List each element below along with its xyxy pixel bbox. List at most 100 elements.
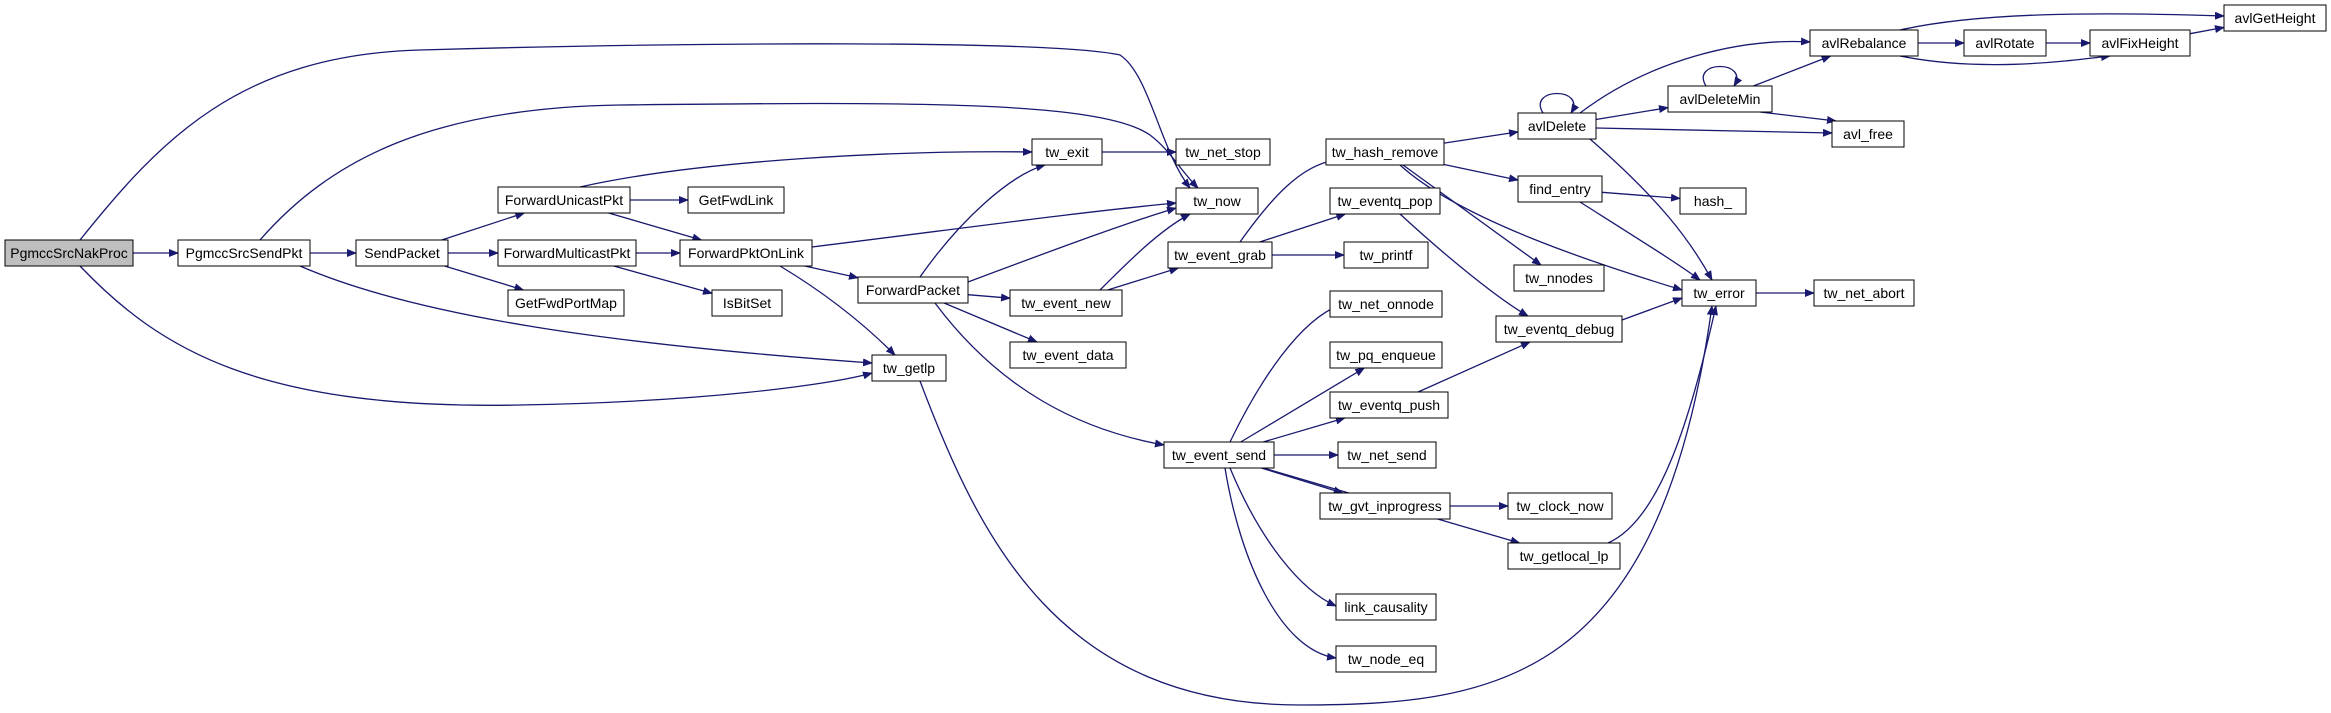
node-avlRotate[interactable]: avlRotate	[1963, 29, 2047, 57]
call-edge-SendPacket-to-GetFwdPortMap	[444, 265, 525, 292]
node-box[interactable]	[177, 239, 311, 267]
node-box[interactable]	[1329, 187, 1441, 215]
node-box[interactable]	[1507, 542, 1621, 570]
node-box[interactable]	[1175, 138, 1271, 166]
node-avlGetHeight[interactable]: avlGetHeight	[2223, 4, 2327, 32]
node-box[interactable]	[1343, 241, 1429, 269]
node-box[interactable]	[1009, 341, 1127, 369]
node-box[interactable]	[1325, 138, 1445, 166]
node-avl_free[interactable]: avl_free	[1831, 120, 1905, 148]
node-label: tw_exit	[1045, 144, 1089, 160]
node-box[interactable]	[1329, 290, 1443, 318]
node-box[interactable]	[1679, 187, 1747, 215]
call-edge-tw_event_new-to-tw_event_grab	[1107, 266, 1180, 291]
call-edges	[79, 11, 2225, 706]
node-tw_eventq_pop[interactable]: tw_eventq_pop	[1329, 187, 1441, 215]
node-tw_getlp[interactable]: tw_getlp	[871, 354, 947, 382]
node-tw_node_eq[interactable]: tw_node_eq	[1335, 645, 1437, 673]
call-edge-avlDelete-to-avlRebalance	[1579, 37, 1811, 114]
node-box[interactable]	[1517, 112, 1597, 140]
node-tw_eventq_debug[interactable]: tw_eventq_debug	[1495, 315, 1623, 343]
node-label: tw_now	[1193, 193, 1241, 209]
node-box[interactable]	[1337, 441, 1437, 469]
node-box[interactable]	[1329, 341, 1443, 369]
node-PgmccSrcSendPkt[interactable]: PgmccSrcSendPkt	[177, 239, 311, 267]
node-box[interactable]	[4, 239, 134, 267]
node-box[interactable]	[497, 186, 631, 214]
node-label: find_entry	[1529, 181, 1590, 197]
node-PgmccSrcNakProc[interactable]: PgmccSrcNakProc	[4, 239, 134, 267]
node-GetFwdLink[interactable]: GetFwdLink	[687, 186, 785, 214]
node-tw_getlocal_lp[interactable]: tw_getlocal_lp	[1507, 542, 1621, 570]
node-tw_net_abort[interactable]: tw_net_abort	[1813, 279, 1915, 307]
node-tw_event_data[interactable]: tw_event_data	[1009, 341, 1127, 369]
node-box[interactable]	[1335, 593, 1437, 621]
node-box[interactable]	[687, 186, 785, 214]
call-edge-ForwardPktOnLink-to-tw_now	[811, 199, 1177, 248]
node-box[interactable]	[1831, 120, 1905, 148]
node-ForwardPacket[interactable]: ForwardPacket	[857, 276, 969, 304]
node-box[interactable]	[679, 239, 813, 267]
node-tw_net_send[interactable]: tw_net_send	[1337, 441, 1437, 469]
node-IsBitSet[interactable]: IsBitSet	[711, 289, 783, 317]
node-box[interactable]	[857, 276, 969, 304]
node-ForwardPktOnLink[interactable]: ForwardPktOnLink	[679, 239, 813, 267]
node-tw_net_onnode[interactable]: tw_net_onnode	[1329, 290, 1443, 318]
node-tw_clock_now[interactable]: tw_clock_now	[1507, 492, 1613, 520]
node-box[interactable]	[871, 354, 947, 382]
node-box[interactable]	[1513, 264, 1605, 292]
node-box[interactable]	[1507, 492, 1613, 520]
call-edge-find_entry-to-hash_	[1601, 191, 1681, 202]
node-hash_[interactable]: hash_	[1679, 187, 1747, 215]
node-label: PgmccSrcNakProc	[10, 245, 127, 261]
node-tw_event_send[interactable]: tw_event_send	[1163, 441, 1275, 469]
call-edge-tw_event_new-to-tw_now	[1099, 213, 1191, 291]
node-box[interactable]	[1329, 391, 1449, 419]
node-tw_error[interactable]: tw_error	[1681, 279, 1757, 307]
node-avlFixHeight[interactable]: avlFixHeight	[2089, 29, 2191, 57]
node-box[interactable]	[1009, 289, 1123, 317]
node-box[interactable]	[1163, 441, 1275, 469]
node-tw_gvt_inprogress[interactable]: tw_gvt_inprogress	[1319, 492, 1451, 520]
node-box[interactable]	[1963, 29, 2047, 57]
node-label: avlRotate	[1975, 35, 2034, 51]
node-tw_exit[interactable]: tw_exit	[1031, 138, 1103, 166]
node-tw_now[interactable]: tw_now	[1175, 187, 1259, 215]
node-box[interactable]	[1031, 138, 1103, 166]
node-box[interactable]	[1175, 187, 1259, 215]
node-avlDelete[interactable]: avlDelete	[1517, 112, 1597, 140]
node-box[interactable]	[1517, 175, 1603, 203]
node-tw_event_new[interactable]: tw_event_new	[1009, 289, 1123, 317]
node-tw_eventq_push[interactable]: tw_eventq_push	[1329, 391, 1449, 419]
node-tw_hash_remove[interactable]: tw_hash_remove	[1325, 138, 1445, 166]
node-box[interactable]	[1335, 645, 1437, 673]
node-tw_nnodes[interactable]: tw_nnodes	[1513, 264, 1605, 292]
node-box[interactable]	[355, 239, 449, 267]
node-box[interactable]	[2089, 29, 2191, 57]
node-box[interactable]	[711, 289, 783, 317]
node-link_causality[interactable]: link_causality	[1335, 593, 1437, 621]
node-label: tw_pq_enqueue	[1336, 347, 1436, 363]
node-box[interactable]	[2223, 4, 2327, 32]
node-avlRebalance[interactable]: avlRebalance	[1809, 29, 1919, 57]
node-box[interactable]	[507, 289, 625, 317]
node-SendPacket[interactable]: SendPacket	[355, 239, 449, 267]
node-ForwardMulticastPkt[interactable]: ForwardMulticastPkt	[497, 239, 637, 267]
node-box[interactable]	[1167, 241, 1273, 269]
node-box[interactable]	[1667, 85, 1773, 113]
node-box[interactable]	[497, 239, 637, 267]
node-box[interactable]	[1681, 279, 1757, 307]
node-tw_pq_enqueue[interactable]: tw_pq_enqueue	[1329, 341, 1443, 369]
node-tw_printf[interactable]: tw_printf	[1343, 241, 1429, 269]
node-box[interactable]	[1495, 315, 1623, 343]
node-box[interactable]	[1319, 492, 1451, 520]
call-edge-tw_event_grab-to-tw_hash_remove	[1239, 157, 1337, 243]
node-box[interactable]	[1809, 29, 1919, 57]
node-avlDeleteMin[interactable]: avlDeleteMin	[1667, 85, 1773, 113]
node-tw_event_grab[interactable]: tw_event_grab	[1167, 241, 1273, 269]
node-ForwardUnicastPkt[interactable]: ForwardUnicastPkt	[497, 186, 631, 214]
node-find_entry[interactable]: find_entry	[1517, 175, 1603, 203]
node-GetFwdPortMap[interactable]: GetFwdPortMap	[507, 289, 625, 317]
node-box[interactable]	[1813, 279, 1915, 307]
node-tw_net_stop[interactable]: tw_net_stop	[1175, 138, 1271, 166]
